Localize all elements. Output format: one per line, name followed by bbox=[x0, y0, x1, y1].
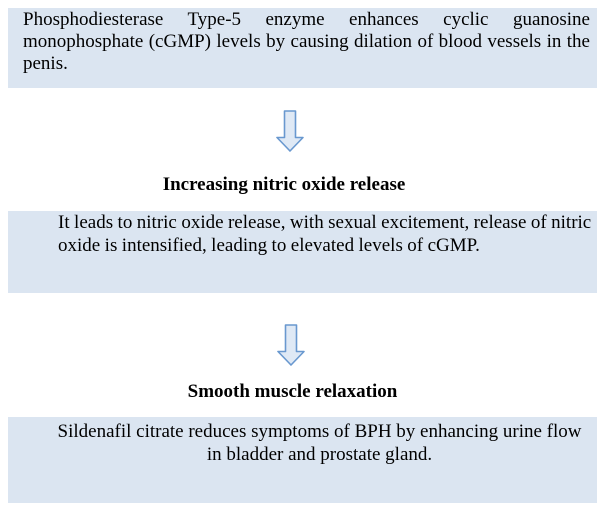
step2-heading: Increasing nitric oxide release bbox=[162, 174, 406, 195]
down-arrow-icon bbox=[276, 110, 304, 152]
step1-description-box: Phosphodiesterase Type-5 enzyme enhances… bbox=[8, 8, 597, 88]
step2-description-box: It leads to nitric oxide release, with s… bbox=[8, 211, 597, 293]
step3-description-box: Sildenafil citrate reduces symptoms of B… bbox=[8, 417, 597, 503]
step3-heading: Smooth muscle relaxation bbox=[187, 381, 398, 402]
down-arrow-icon bbox=[277, 324, 305, 366]
